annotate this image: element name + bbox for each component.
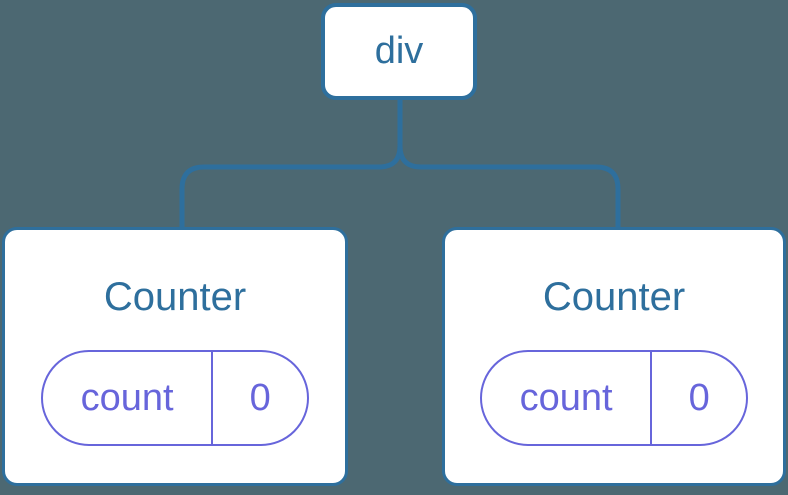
state-key: count — [43, 352, 214, 444]
connector-branch-left — [179, 143, 403, 233]
tree-node-counter-right: Counter count 0 — [442, 227, 786, 486]
state-value: 0 — [249, 376, 271, 419]
component-title: Counter — [103, 275, 247, 319]
connector-branch-right — [397, 143, 621, 233]
tree-node-counter-left: Counter count 0 — [2, 227, 348, 486]
component-title: Counter — [542, 275, 686, 319]
tree-node-root: div — [321, 3, 477, 100]
state-pill: count 0 — [480, 350, 748, 446]
state-pill: count 0 — [41, 350, 309, 446]
root-node-label: div — [374, 30, 424, 72]
state-key: count — [482, 352, 653, 444]
state-value: 0 — [688, 376, 710, 419]
